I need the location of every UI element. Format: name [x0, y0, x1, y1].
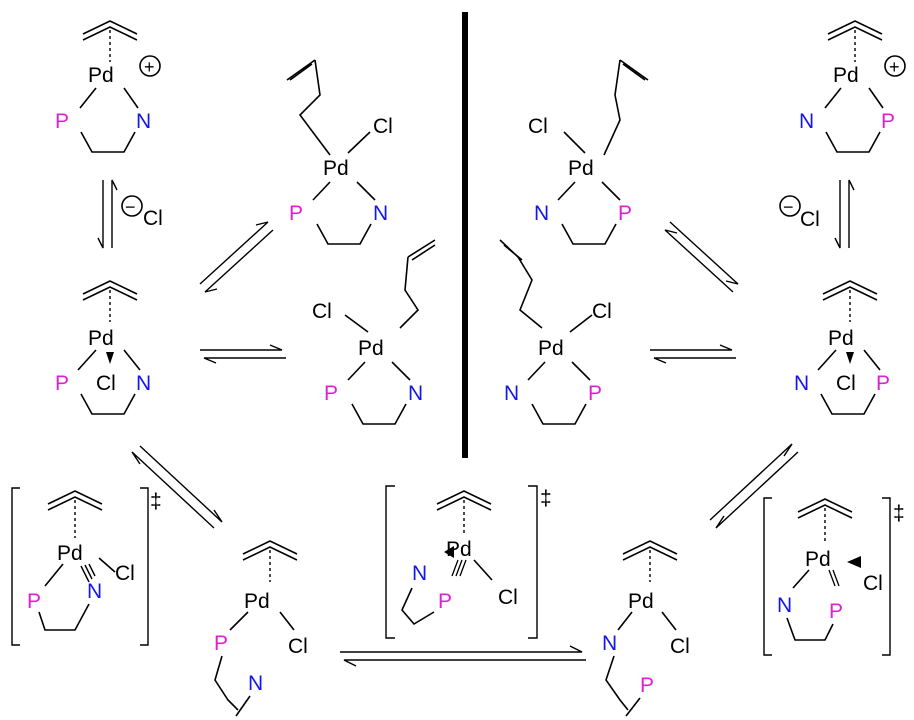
- svg-text:P: P: [881, 110, 895, 133]
- svg-text:N: N: [534, 202, 549, 225]
- pd-atom: Pd: [323, 157, 349, 180]
- svg-text:P: P: [588, 382, 602, 405]
- sigma-allyl-complex-left-top: Cl Pd P N: [286, 59, 393, 245]
- svg-text:−: −: [783, 197, 794, 217]
- svg-text:‡: ‡: [540, 487, 552, 510]
- n-bound-open-chelate-right: Pd Cl N P: [602, 540, 690, 717]
- chloride-counterion-left: − Cl: [121, 195, 163, 230]
- svg-text:N: N: [777, 594, 792, 617]
- chloride-counterion-right: − Cl: [779, 195, 820, 231]
- svg-text:P: P: [55, 372, 69, 395]
- svg-text:N: N: [87, 580, 102, 603]
- svg-text:N: N: [799, 110, 814, 133]
- svg-text:Pd: Pd: [828, 327, 854, 350]
- svg-text:‡: ‡: [150, 490, 162, 513]
- svg-text:P: P: [829, 600, 843, 623]
- svg-text:Pd: Pd: [538, 337, 564, 360]
- svg-text:Pd: Pd: [358, 337, 384, 360]
- five-coordinate-complex-right: Pd N Cl P: [794, 280, 890, 415]
- svg-text:Cl: Cl: [96, 372, 116, 395]
- cationic-allyl-complex-left: Pd P N +: [55, 20, 161, 153]
- svg-text:Pd: Pd: [833, 64, 859, 87]
- pd-atom: Pd: [88, 64, 114, 87]
- svg-text:N: N: [373, 202, 388, 225]
- svg-text:+: +: [889, 57, 900, 77]
- svg-text:Cl: Cl: [115, 562, 135, 585]
- svg-text:Cl: Cl: [800, 208, 820, 231]
- svg-text:Pd: Pd: [88, 327, 114, 350]
- svg-text:P: P: [324, 382, 338, 405]
- sigma-allyl-isomer-left: Cl Pd P N: [312, 239, 436, 425]
- svg-text:Cl: Cl: [836, 372, 856, 395]
- svg-text:N: N: [504, 382, 519, 405]
- svg-text:Cl: Cl: [670, 635, 690, 658]
- equilibrium-arrow-v-left: [97, 179, 118, 249]
- svg-text:N: N: [248, 672, 263, 695]
- svg-text:P: P: [27, 590, 41, 613]
- equilibrium-arrow-diag-left-lower: [131, 445, 223, 529]
- svg-text:Pd: Pd: [805, 548, 831, 571]
- svg-text:Pd: Pd: [57, 542, 83, 565]
- equilibrium-arrow-diag-right-upper: [664, 221, 739, 293]
- five-coordinate-complex-left: Pd P Cl N: [55, 280, 151, 415]
- svg-text:P: P: [438, 590, 452, 613]
- equilibrium-arrow-h-bottom: [340, 645, 586, 667]
- svg-text:N: N: [602, 632, 617, 655]
- svg-text:Cl: Cl: [143, 207, 163, 230]
- svg-text:Pd: Pd: [568, 157, 594, 180]
- plus-sign: +: [144, 57, 155, 77]
- svg-text:N: N: [136, 372, 151, 395]
- sigma-allyl-isomer-right: Cl Pd N P: [499, 239, 612, 425]
- svg-text:Pd: Pd: [628, 590, 654, 613]
- p-atom: P: [55, 110, 69, 133]
- svg-text:Cl: Cl: [288, 635, 308, 658]
- svg-text:N: N: [794, 372, 809, 395]
- svg-text:P: P: [640, 674, 654, 697]
- equilibrium-arrow-diag-left-upper: [199, 221, 274, 293]
- svg-text:Cl: Cl: [863, 572, 883, 595]
- cl-atom: Cl: [373, 115, 393, 138]
- svg-text:Cl: Cl: [498, 586, 518, 609]
- equilibrium-arrow-diag-right-lower: [709, 443, 799, 529]
- cationic-allyl-complex-right: Pd N P +: [799, 20, 906, 153]
- svg-text:P: P: [214, 632, 228, 655]
- transition-state-right: ‡ Pd Cl N P: [763, 497, 905, 656]
- svg-text:−: −: [125, 197, 136, 217]
- svg-text:P: P: [876, 372, 890, 395]
- n-atom: N: [136, 110, 151, 133]
- svg-text:N: N: [408, 382, 423, 405]
- svg-text:P: P: [618, 202, 632, 225]
- equilibrium-arrow-h-left: [200, 344, 286, 364]
- p-bound-open-chelate-left: Pd Cl P N: [214, 540, 308, 717]
- svg-text:Pd: Pd: [244, 590, 270, 613]
- svg-text:Cl: Cl: [312, 300, 332, 323]
- svg-text:‡: ‡: [893, 502, 905, 525]
- svg-text:Cl: Cl: [528, 115, 548, 138]
- transition-state-middle: ‡ Pd N P Cl: [385, 485, 552, 639]
- sigma-allyl-complex-right-top: Cl Pd N P: [528, 59, 649, 245]
- svg-text:Cl: Cl: [592, 300, 612, 323]
- transition-state-left: ‡ Pd Cl P N: [11, 487, 162, 646]
- equilibrium-arrow-h-right: [650, 344, 736, 364]
- svg-text:P: P: [289, 202, 303, 225]
- svg-text:N: N: [412, 562, 427, 585]
- equilibrium-arrow-v-right: [834, 179, 855, 249]
